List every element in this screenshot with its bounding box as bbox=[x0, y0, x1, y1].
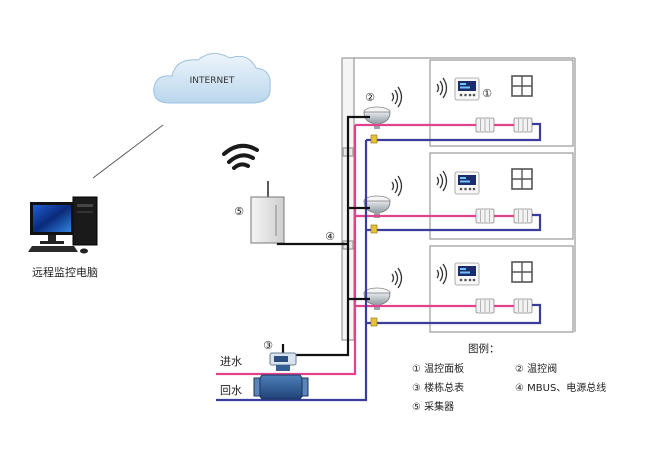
wireless-signal-icon bbox=[222, 143, 259, 170]
legend-title: 图例： bbox=[468, 342, 500, 355]
internet-cloud: INTERNET bbox=[153, 53, 271, 104]
radiator-1a bbox=[475, 117, 495, 133]
legend-item-4: ④ MBUS、电源总线 bbox=[515, 381, 606, 394]
marker-1: ① bbox=[482, 87, 492, 100]
marker-5: ⑤ bbox=[234, 205, 244, 218]
thermostat-panel-1 bbox=[454, 77, 480, 101]
supply-pipes bbox=[216, 123, 514, 376]
return-pipes bbox=[216, 122, 542, 402]
data-collector bbox=[250, 181, 285, 244]
marker-3: ③ bbox=[263, 339, 273, 352]
legend-item-2: ② 温控阀 bbox=[515, 362, 557, 375]
radiator-3a bbox=[475, 298, 495, 314]
floor-1 bbox=[363, 75, 533, 133]
legend: 图例： ① 温控面板 ② 温控阀 ③ 楼栋总表 ④ MBUS、电源总线 ⑤ 采集… bbox=[412, 342, 606, 413]
legend-item-3: ③ 楼栋总表 bbox=[412, 381, 464, 394]
return-label: 回水 bbox=[220, 384, 242, 397]
computer-label: 远程监控电脑 bbox=[32, 265, 98, 279]
radiator-2a bbox=[475, 208, 495, 224]
internet-label: INTERNET bbox=[190, 76, 235, 86]
thermostat-panel-2 bbox=[454, 171, 480, 195]
mbus-power-bus bbox=[276, 115, 370, 357]
legend-item-1: ① 温控面板 bbox=[412, 362, 464, 375]
marker-4: ④ bbox=[325, 230, 335, 243]
thermostat-panel-3 bbox=[454, 262, 480, 286]
window-2 bbox=[511, 168, 533, 190]
monitoring-computer bbox=[28, 196, 98, 254]
window-1 bbox=[511, 75, 533, 97]
internet-link-line bbox=[92, 124, 164, 179]
radiator-2b bbox=[513, 208, 533, 224]
valve-fittings bbox=[370, 134, 378, 327]
radiator-3b bbox=[513, 298, 533, 314]
marker-2: ② bbox=[365, 91, 375, 104]
window-3 bbox=[511, 261, 533, 283]
inlet-label: 进水 bbox=[220, 355, 242, 368]
legend-item-5: ⑤ 采集器 bbox=[412, 400, 454, 413]
radiator-1b bbox=[513, 117, 533, 133]
building-heat-meter bbox=[253, 352, 309, 400]
